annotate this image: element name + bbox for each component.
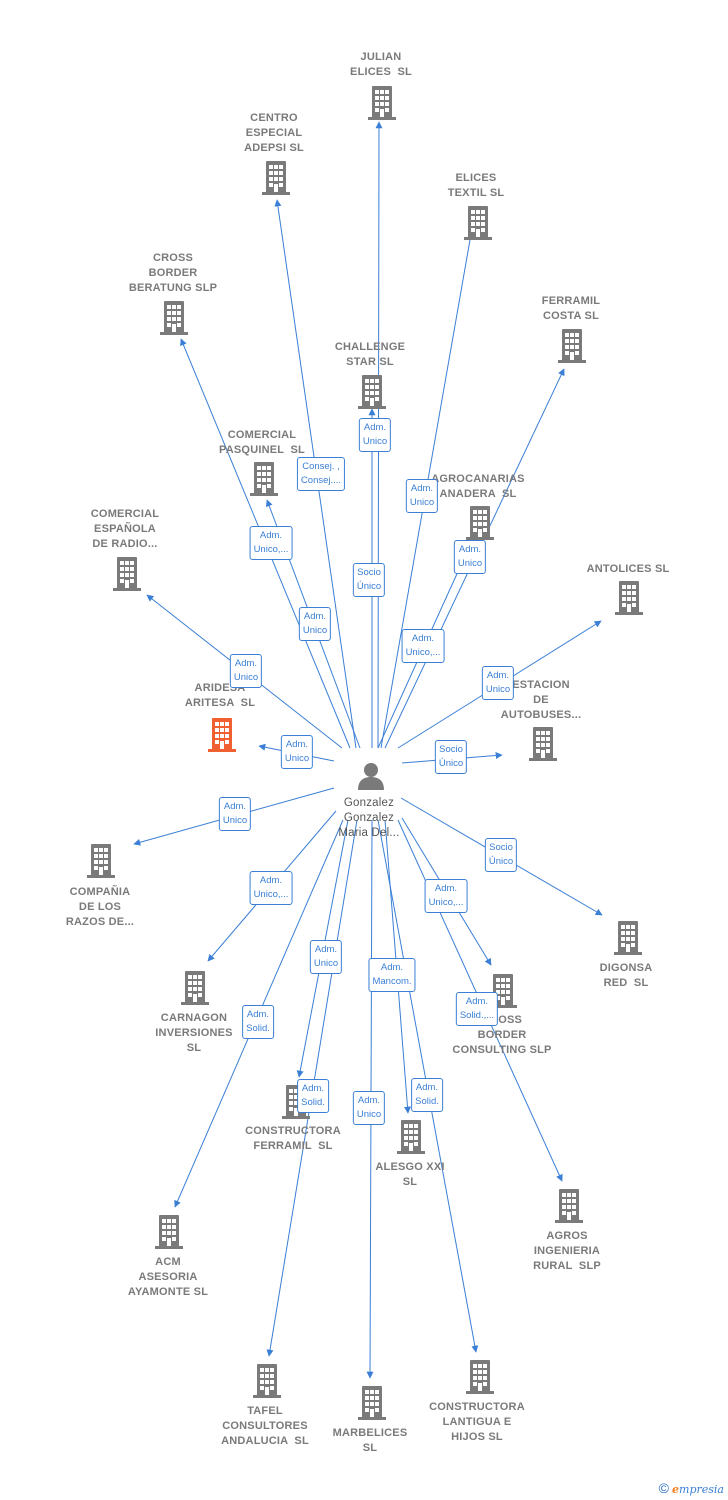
building-icon[interactable] [555,328,589,364]
building-icon[interactable] [463,505,497,541]
company-label-constructoraferramil[interactable]: CONSTRUCTORA FERRAMIL SL [245,1125,341,1152]
company-label-crossborderconsulting[interactable]: CROSS BORDER CONSULTING SLP [452,1014,552,1056]
building-icon[interactable] [84,843,118,879]
company-label-carnagon[interactable]: CARNAGON INVERSIONES SL [155,1012,233,1054]
role-badge[interactable]: Adm. Unico,... [249,871,293,905]
building-icon[interactable] [461,205,495,241]
company-label-antolices[interactable]: ANTOLICES SL [586,563,670,575]
building-icon[interactable] [157,300,191,336]
building-icon[interactable] [259,160,293,196]
building-icon[interactable] [152,1214,186,1250]
building-icon[interactable] [205,717,239,753]
building-icon[interactable] [612,580,646,616]
building-icon[interactable] [365,85,399,121]
role-badge[interactable]: Adm. Unico [453,540,487,574]
role-badge[interactable]: Adm. Solid. [242,1005,274,1039]
building-icon[interactable] [526,726,560,762]
building-icon[interactable] [178,970,212,1006]
role-badge[interactable]: Consej. , Consej.... [296,457,346,491]
role-badge[interactable]: Adm. Mancom. [368,958,416,992]
company-label-comercialespanola[interactable]: COMERCIAL ESPAÑOLA DE RADIO... [90,508,160,550]
role-badge[interactable]: Adm. Unico [229,654,263,688]
building-icon[interactable] [355,374,389,410]
role-badge[interactable]: Adm. Solid.,... [455,992,499,1026]
role-badge[interactable]: Adm. Unico [280,735,314,769]
company-label-lantigua[interactable]: CONSTRUCTORA LANTIGUA E HIJOS SL [429,1401,525,1443]
role-badge[interactable]: Adm. Unico,... [424,879,468,913]
role-badge[interactable]: Adm. Unico,... [401,629,445,663]
building-icon[interactable] [247,461,281,497]
role-badge[interactable]: Adm. Unico [298,607,332,641]
building-icon[interactable] [552,1188,586,1224]
company-label-acm[interactable]: ACM ASESORIA AYAMONTE SL [127,1256,209,1298]
brand-logo: empresia [672,1483,724,1496]
role-badge[interactable]: Adm. Unico [309,940,343,974]
company-label-alesgo[interactable]: ALESGO XXI SL [375,1161,445,1188]
footer-brand: © empresia [659,1480,724,1496]
role-badge[interactable]: Adm. Unico [218,797,252,831]
person-icon [358,763,384,790]
company-label-digonsa[interactable]: DIGONSA RED SL [599,962,653,989]
center-person-label: Gonzalez Gonzalez Maria Del... [338,797,400,839]
building-icon[interactable] [355,1385,389,1421]
building-icon[interactable] [394,1119,428,1155]
company-label-marbelices[interactable]: MARBELICES SL [332,1427,408,1454]
building-icon[interactable] [110,556,144,592]
company-label-julian[interactable]: JULIAN ELICES SL [350,51,412,78]
role-badge[interactable]: Adm. Unico [352,1091,386,1125]
company-label-challenge[interactable]: CHALLENGE STAR SL [334,341,406,368]
role-badge[interactable]: Socio Único [484,838,518,872]
role-badge[interactable]: Adm. Unico [358,418,392,452]
role-badge[interactable]: Adm. Solid. [297,1079,329,1113]
company-label-compania[interactable]: COMPAÑIA DE LOS RAZOS DE... [65,886,135,928]
role-badge[interactable]: Adm. Solid. [411,1078,443,1112]
company-label-ferramilcosta[interactable]: FERRAMIL COSTA SL [541,295,601,322]
copyright-symbol: © [658,1480,669,1496]
company-label-agrocanarias[interactable]: AGROCANARIAS ANADERA SL [431,473,525,500]
role-badge[interactable]: Socio Único [434,740,468,774]
role-badge[interactable]: Adm. Unico [481,666,515,700]
company-label-estacion[interactable]: ESTACION DE AUTOBUSES... [500,679,582,721]
company-label-tafel[interactable]: TAFEL CONSULTORES ANDALUCIA SL [221,1405,309,1447]
company-label-elicestextil[interactable]: ELICES TEXTIL SL [447,172,505,199]
company-label-crossborderberatung[interactable]: CROSS BORDER BERATUNG SLP [128,252,218,294]
building-icon[interactable] [250,1363,284,1399]
role-badge[interactable]: Adm. Unico,... [249,526,293,560]
company-label-agros[interactable]: AGROS INGENIERIA RURAL SLP [533,1230,601,1272]
building-icon[interactable] [611,920,645,956]
company-label-comercialpasquinel[interactable]: COMERCIAL PASQUINEL SL [219,429,305,456]
role-badge[interactable]: Adm. Unico [405,479,439,513]
building-icon[interactable] [463,1359,497,1395]
company-label-centro[interactable]: CENTRO ESPECIAL ADEPSI SL [244,112,304,154]
role-badge[interactable]: Socio Único [352,563,386,597]
